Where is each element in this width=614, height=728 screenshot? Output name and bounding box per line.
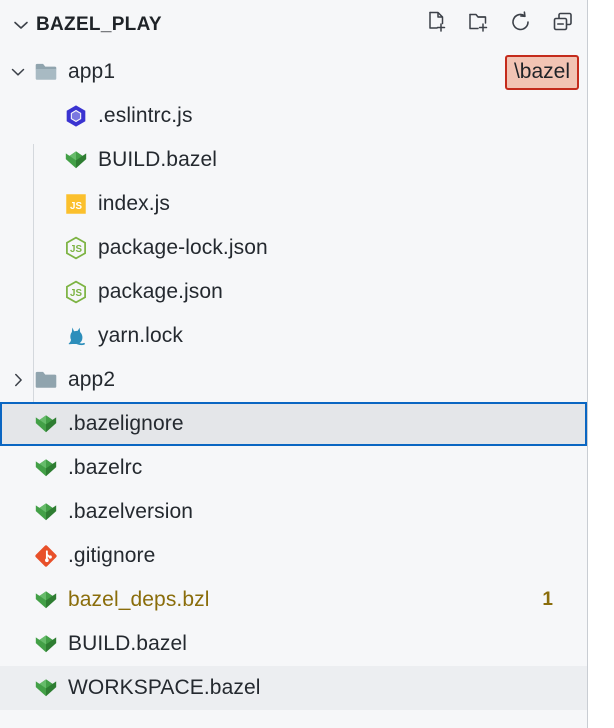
explorer-section-header[interactable]: BAZEL_PLAY [0,0,587,50]
row-indent [0,666,4,710]
row-indent [0,270,34,314]
tree-row[interactable]: .bazelrc [0,446,587,490]
indent-guide [33,144,34,408]
tree-row-label: BUILD.bazel [68,632,187,655]
tree-row[interactable]: .bazelignore [0,402,587,446]
git-icon [32,542,60,570]
tree-row-label: app2 [68,368,116,391]
bazel-icon [32,454,60,482]
folder-closed-icon [32,366,60,394]
row-indent [0,226,34,270]
row-indent [0,446,4,490]
tree-row[interactable]: app1 \bazel [0,50,587,94]
new-file-icon[interactable] [423,8,451,36]
tree-row-label: .eslintrc.js [98,104,193,127]
eslint-icon [62,102,90,130]
tree-row-label: .bazelversion [68,500,194,523]
file-explorer-panel: BAZEL_PLAY [0,0,588,728]
row-indent [0,622,4,666]
tree-row-label: WORKSPACE.bazel [68,676,261,699]
refresh-icon[interactable] [507,8,535,36]
tree-row-label: .bazelrc [68,456,143,479]
chevron-down-icon[interactable] [8,12,34,38]
path-badge: \bazel [504,54,579,90]
row-indent [0,578,4,622]
bazel-icon [32,410,60,438]
tree-row[interactable]: bazel_deps.bzl 1 [0,578,587,622]
row-indent [0,490,4,534]
tree-row-label: package-lock.json [98,236,268,259]
folder-open-icon [32,58,60,86]
tree-row[interactable]: yarn.lock [0,314,587,358]
javascript-icon [62,190,90,218]
bazel-icon [32,586,60,614]
tree-row-label: app1 [68,60,116,83]
nodejs-json-icon [62,234,90,262]
row-indent [0,138,34,182]
problem-count-badge: 1 [542,589,553,610]
tree-row[interactable]: .bazelversion [0,490,587,534]
tree-row[interactable]: package-lock.json [0,226,587,270]
tree-row-label: yarn.lock [98,324,183,347]
tree-row[interactable]: .gitignore [0,534,587,578]
tree-row-label: package.json [98,280,223,303]
chevron-right-icon[interactable] [4,366,32,394]
tree-row[interactable]: BUILD.bazel [0,622,587,666]
tree-row[interactable]: WORKSPACE.bazel [0,666,587,710]
row-indent [0,94,34,138]
tree-row[interactable]: .eslintrc.js [0,94,587,138]
bazel-icon [62,146,90,174]
row-indent [0,314,34,358]
tree-row[interactable]: package.json [0,270,587,314]
tree-row-label: .bazelignore [68,412,184,435]
explorer-toolbar [423,8,577,36]
tree-row[interactable]: index.js [0,182,587,226]
yarn-icon [62,322,90,350]
row-indent [0,534,4,578]
tree-row-label: index.js [98,192,171,215]
tree-row-label: bazel_deps.bzl [68,588,210,611]
chevron-down-icon[interactable] [4,58,32,86]
nodejs-json-icon [62,278,90,306]
tree-row[interactable]: BUILD.bazel [0,138,587,182]
tree-row[interactable]: app2 [0,358,587,402]
row-indent [0,402,4,446]
page-title: BAZEL_PLAY [36,14,162,35]
bazel-icon [32,498,60,526]
row-indent [0,182,34,226]
new-folder-icon[interactable] [465,8,493,36]
tree-row-label: .gitignore [68,544,156,567]
tree-row-label: BUILD.bazel [98,148,217,171]
bazel-icon [32,630,60,658]
collapse-all-icon[interactable] [549,8,577,36]
bazel-icon [32,674,60,702]
